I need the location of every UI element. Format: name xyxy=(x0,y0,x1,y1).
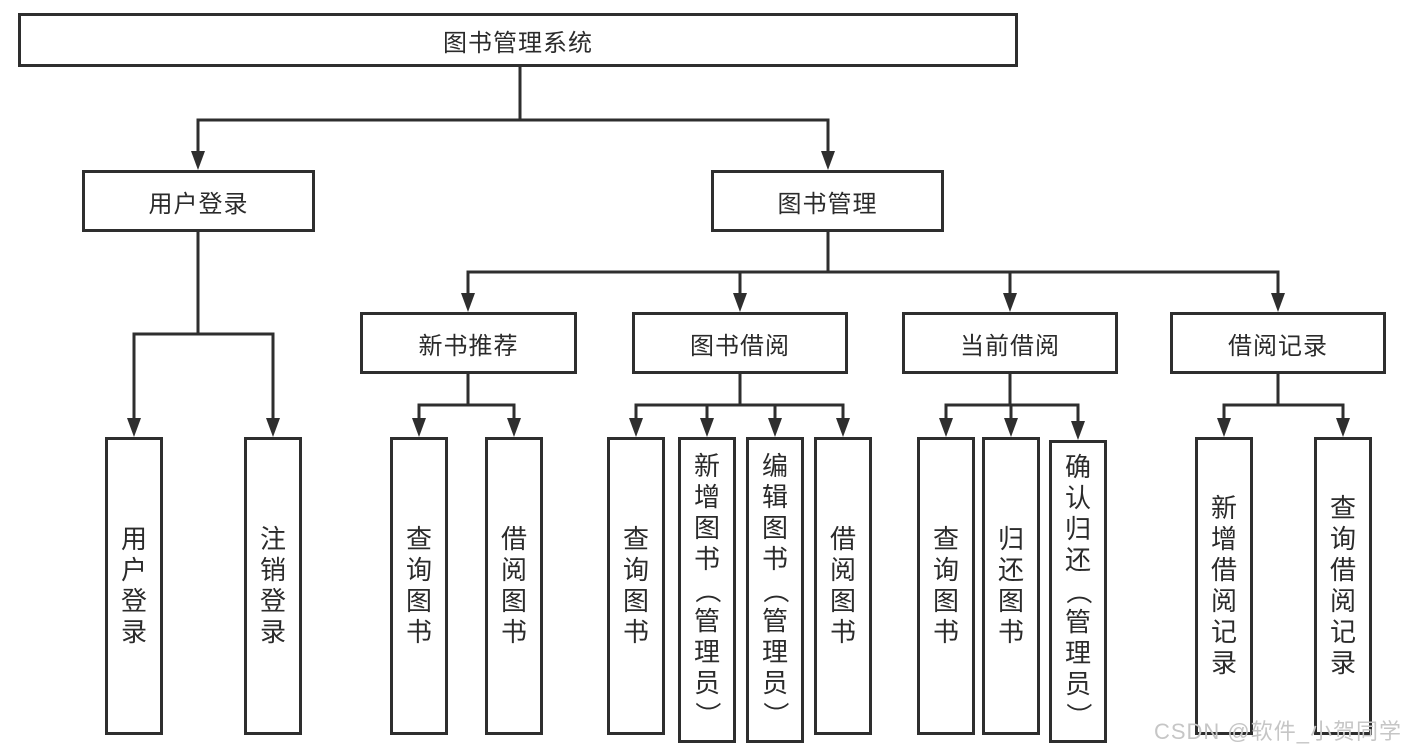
leaf-return-books-label: 归还图书 xyxy=(997,524,1024,647)
arrowhead xyxy=(191,151,205,170)
arrowhead xyxy=(733,293,747,312)
node-borrow-records-label: 借阅记录 xyxy=(1228,332,1328,360)
leaf-confirm-return-admin-label: 确认归还（管理员） xyxy=(1063,452,1094,729)
arrowhead xyxy=(1217,418,1231,437)
arrowhead xyxy=(1004,418,1018,437)
leaf-add-book-admin: 新增图书（管理员） xyxy=(678,437,736,743)
node-user-login-label: 用户登录 xyxy=(148,190,249,218)
node-new-book-recommend: 新书推荐 xyxy=(360,312,577,374)
node-borrow-records: 借阅记录 xyxy=(1170,312,1386,374)
leaf-query-books-recommend-label: 查询图书 xyxy=(405,524,432,647)
leaf-query-books-current: 查询图书 xyxy=(917,437,975,735)
leaf-add-borrow-record-label: 新增借阅记录 xyxy=(1210,493,1237,678)
leaf-add-borrow-record: 新增借阅记录 xyxy=(1195,437,1253,735)
arrowhead xyxy=(700,418,714,437)
arrowhead xyxy=(1271,293,1285,312)
node-new-book-recommend-label: 新书推荐 xyxy=(418,332,519,360)
leaf-confirm-return-admin: 确认归还（管理员） xyxy=(1049,440,1107,743)
arrowhead xyxy=(768,418,782,437)
arrowhead xyxy=(507,418,521,437)
leaf-borrow-books-label: 借阅图书 xyxy=(829,524,856,647)
leaf-logout-label: 注销登录 xyxy=(259,524,286,647)
arrowhead xyxy=(821,151,835,170)
leaf-query-borrow-record-label: 查询借阅记录 xyxy=(1329,493,1356,678)
arrowhead xyxy=(266,418,280,437)
leaf-query-books-recommend: 查询图书 xyxy=(390,437,448,735)
leaf-return-books: 归还图书 xyxy=(982,437,1040,735)
arrowhead xyxy=(1071,421,1085,440)
watermark: CSDN @软件_小贺同学 xyxy=(1153,719,1402,744)
node-book-management-label: 图书管理 xyxy=(777,190,878,218)
node-book-management: 图书管理 xyxy=(711,170,944,232)
arrowhead xyxy=(127,418,141,437)
leaf-query-books-borrow: 查询图书 xyxy=(607,437,665,735)
arrowhead xyxy=(1336,418,1350,437)
arrowhead xyxy=(939,418,953,437)
leaf-edit-book-admin-label: 编辑图书（管理员） xyxy=(760,450,791,728)
node-book-borrow: 图书借阅 xyxy=(632,312,848,374)
leaf-borrow-books-recommend: 借阅图书 xyxy=(485,437,543,735)
arrowhead xyxy=(1003,293,1017,312)
leaf-query-books-borrow-label: 查询图书 xyxy=(622,524,649,647)
tree-edges xyxy=(132,67,1345,423)
arrowhead xyxy=(412,418,426,437)
leaf-edit-book-admin: 编辑图书（管理员） xyxy=(746,437,804,743)
node-root-system: 图书管理系统 xyxy=(18,13,1018,67)
leaf-query-borrow-record: 查询借阅记录 xyxy=(1314,437,1372,735)
node-root-system-label: 图书管理系统 xyxy=(443,29,593,57)
node-current-borrow: 当前借阅 xyxy=(902,312,1118,374)
node-book-borrow-label: 图书借阅 xyxy=(690,332,790,360)
arrowhead xyxy=(629,418,643,437)
leaf-query-books-current-label: 查询图书 xyxy=(932,524,959,647)
leaf-borrow-books: 借阅图书 xyxy=(814,437,872,735)
leaf-user-login-label: 用户登录 xyxy=(120,524,147,647)
leaf-borrow-books-recommend-label: 借阅图书 xyxy=(500,524,527,647)
arrowhead xyxy=(461,293,475,312)
node-current-borrow-label: 当前借阅 xyxy=(960,332,1060,360)
leaf-user-login: 用户登录 xyxy=(105,437,163,735)
node-user-login: 用户登录 xyxy=(82,170,315,232)
leaf-add-book-admin-label: 新增图书（管理员） xyxy=(692,450,723,728)
arrowhead xyxy=(836,418,850,437)
leaf-logout: 注销登录 xyxy=(244,437,302,735)
